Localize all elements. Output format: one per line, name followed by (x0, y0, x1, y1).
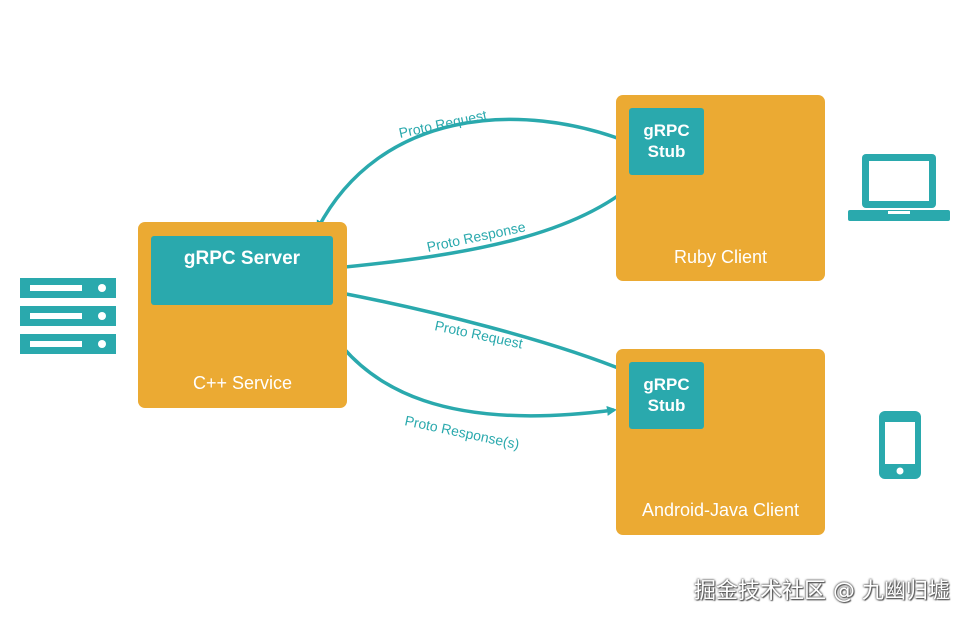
android-request-arrow (333, 288, 629, 374)
ruby-request-arrow (316, 117, 629, 231)
phone-icon (879, 411, 921, 479)
laptop-icon (848, 154, 950, 221)
android-stub-label: gRPC Stub (643, 375, 690, 415)
grpc-server-label: gRPC Server (183, 248, 301, 269)
android-request-label: Proto Request (433, 317, 524, 351)
android-client-box: gRPC Stub Android-Java Client (616, 349, 825, 535)
grpc-server-block: gRPC Server (151, 236, 333, 305)
android-grpc-stub: gRPC Stub (629, 362, 704, 429)
ruby-stub-label: gRPC Stub (643, 121, 690, 161)
android-response-label: Proto Response(s) (403, 412, 520, 452)
ruby-client-box: gRPC Stub Ruby Client (616, 95, 825, 281)
watermark: 掘金技术社区 @ 九幽归墟 (694, 579, 950, 604)
ruby-response-arrow (334, 175, 643, 270)
server-rack-icon (20, 278, 116, 354)
ruby-client-label: Ruby Client (673, 247, 768, 267)
cpp-service-box: gRPC Server C++ Service (138, 222, 347, 408)
ruby-request-label: Proto Request (397, 107, 488, 141)
ruby-grpc-stub: gRPC Stub (629, 108, 704, 175)
cpp-service-label: C++ Service (192, 373, 293, 393)
android-client-label: Android-Java Client (641, 500, 800, 520)
